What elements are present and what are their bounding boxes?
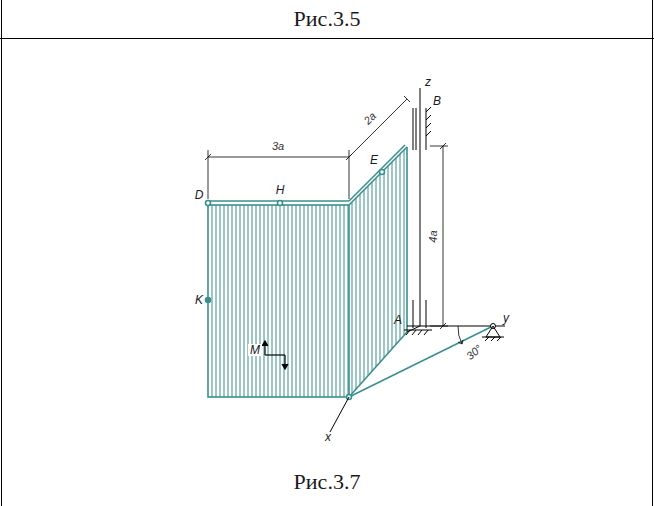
hatch-line	[404, 150, 405, 335]
hatch-line	[364, 190, 365, 380]
hatch-line	[228, 205, 229, 397]
dimension-lines	[205, 96, 463, 344]
hatch-line	[384, 170, 385, 358]
hatch-line	[392, 162, 393, 349]
hatch-line	[304, 205, 305, 397]
point-label: E	[368, 154, 380, 166]
hatch-line	[292, 205, 293, 397]
dimension-label: 2a	[360, 108, 379, 127]
hatch-line	[248, 205, 249, 397]
hatch-line	[352, 202, 353, 394]
hatch-line	[220, 205, 221, 397]
point-label: D	[195, 189, 204, 201]
hatch-line	[340, 205, 341, 397]
point-label: H	[276, 184, 285, 196]
hatch-line	[320, 205, 321, 397]
hatch-line	[372, 182, 373, 371]
moment-label: M	[248, 344, 262, 356]
dimension-label: 4a	[428, 228, 439, 244]
hatch-line	[336, 205, 337, 397]
hatch-line	[360, 194, 361, 385]
hatch-line	[300, 205, 301, 397]
axis-label: z	[425, 76, 431, 88]
hatch-line	[388, 166, 389, 353]
point-label: A	[394, 314, 402, 326]
axis-label: y	[503, 312, 509, 324]
hatch-line	[288, 205, 289, 397]
hatch-line	[264, 205, 265, 397]
hatch-line	[296, 205, 297, 397]
hatch-line	[400, 154, 401, 340]
hatch-line	[256, 205, 257, 397]
angle-label: 30°	[463, 341, 486, 363]
figure-caption: Рис.3.7	[294, 471, 361, 493]
figure-caption: Рис.3.5	[294, 8, 361, 30]
hatch-line	[328, 205, 329, 397]
hatch-line	[244, 205, 245, 397]
hatch-line	[224, 205, 225, 397]
hatch-line	[316, 205, 317, 397]
hatch-line	[252, 205, 253, 397]
hatch-line	[216, 205, 217, 397]
point-label: B	[433, 95, 441, 107]
hatch-line	[356, 198, 357, 389]
hatch-line	[376, 178, 377, 367]
plate-outline	[206, 145, 494, 400]
hatch-line	[212, 205, 213, 397]
dimension-label: 3a	[270, 141, 286, 152]
hatch-line	[368, 186, 369, 376]
hatch-line	[276, 205, 277, 397]
hatch-line	[272, 205, 273, 397]
hatch-line	[260, 205, 261, 397]
point-label: K	[195, 294, 203, 306]
hatch-line	[324, 205, 325, 397]
axis-label: x	[325, 431, 331, 443]
hatch-line	[380, 174, 381, 362]
hatch-line	[312, 205, 313, 397]
hatch-line	[344, 205, 345, 397]
hatch-line	[236, 205, 237, 397]
plate-hatching	[212, 150, 404, 397]
supports	[404, 107, 504, 341]
hatch-line	[240, 205, 241, 397]
hatch-line	[268, 205, 269, 397]
axes	[330, 88, 505, 432]
hatch-line	[232, 205, 233, 397]
hatch-line	[280, 205, 281, 397]
hatch-line	[308, 205, 309, 397]
moment-symbol	[262, 341, 288, 369]
hatch-line	[332, 205, 333, 397]
